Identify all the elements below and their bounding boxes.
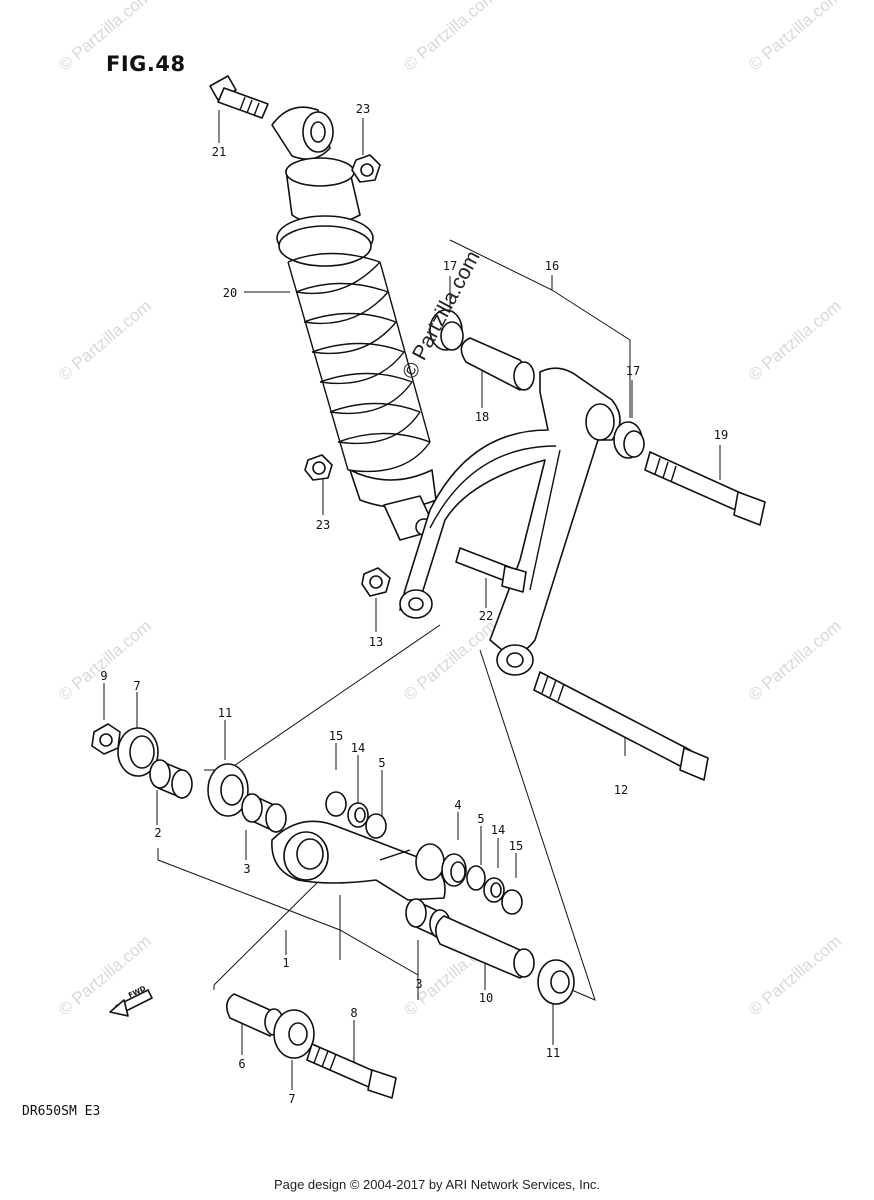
part-15-cap-center [325, 791, 347, 817]
part-18-spacer [460, 337, 535, 391]
part-4-bearing [441, 853, 467, 887]
callout-label: 23 [315, 518, 331, 532]
callout-label: 7 [288, 1092, 296, 1106]
part-8-bolt [306, 1043, 397, 1099]
callout-label: 5 [477, 812, 485, 826]
callout-label: 23 [355, 102, 371, 116]
part-1-cushion-lever [271, 820, 446, 901]
part-16-cushion-rod [399, 367, 621, 676]
part-17-bearing-upper [429, 309, 464, 351]
callout-label: 20 [222, 286, 238, 300]
part-19-bolt [644, 451, 766, 526]
callout-label: 3 [243, 862, 251, 876]
callout-label: 14 [350, 741, 366, 755]
part-17-bearing-right [613, 421, 645, 459]
part-6-spacer [226, 993, 284, 1037]
callout-label: 21 [211, 145, 227, 159]
part-10-spacer [435, 915, 535, 979]
callout-label: 9 [100, 669, 108, 683]
callout-label: 4 [454, 798, 462, 812]
callout-label: 3 [415, 977, 423, 991]
callout-label: 1 [282, 956, 290, 970]
part-21-bolt [209, 75, 269, 119]
model-code: DR650SM E3 [22, 1104, 101, 1119]
callout-label: 6 [238, 1057, 246, 1071]
part-5-washer-center [365, 813, 387, 839]
part-3-bearing-upper [241, 793, 287, 833]
part-22-bolt [455, 547, 527, 593]
callout-label: 11 [217, 706, 233, 720]
callout-label: 13 [368, 635, 384, 649]
fwd-arrow-icon [109, 989, 153, 1017]
figure-title: FIG.48 [106, 52, 186, 76]
part-5-washer-right [466, 865, 486, 891]
part-11-washer-left [207, 763, 249, 817]
part-13-nut [361, 567, 391, 597]
callout-label: 10 [478, 991, 494, 1005]
callout-label: 17 [442, 259, 458, 273]
callout-label: 15 [508, 839, 524, 853]
part-7-washer-upper [117, 727, 159, 777]
footer-copyright: Page design © 2004-2017 by ARI Network S… [273, 1177, 601, 1192]
part-23-nut-lower [304, 454, 333, 481]
callout-label: 7 [133, 679, 141, 693]
part-23-nut-upper [351, 154, 381, 183]
callout-label: 5 [378, 756, 386, 770]
callout-label: 19 [713, 428, 729, 442]
callout-label: 8 [350, 1006, 358, 1020]
part-2-bearing [149, 759, 193, 799]
part-14-seal-center [347, 802, 369, 828]
part-15-cap-right [501, 889, 523, 915]
callout-label: 11 [545, 1046, 561, 1060]
part-14-seal-right [483, 877, 505, 903]
callout-label: 14 [490, 823, 506, 837]
part-7-washer-lower [273, 1009, 315, 1059]
callout-label: 15 [328, 729, 344, 743]
callout-label: 22 [478, 609, 494, 623]
part-11-washer-right [537, 959, 575, 1005]
callout-label: 18 [474, 410, 490, 424]
part-9-nut [91, 723, 121, 755]
part-20-shock-absorber [271, 106, 437, 541]
callout-label: 12 [613, 783, 629, 797]
part-12-bolt [533, 671, 709, 781]
callout-label: 16 [544, 259, 560, 273]
callout-label: 17 [625, 364, 641, 378]
callout-label: 2 [154, 826, 162, 840]
